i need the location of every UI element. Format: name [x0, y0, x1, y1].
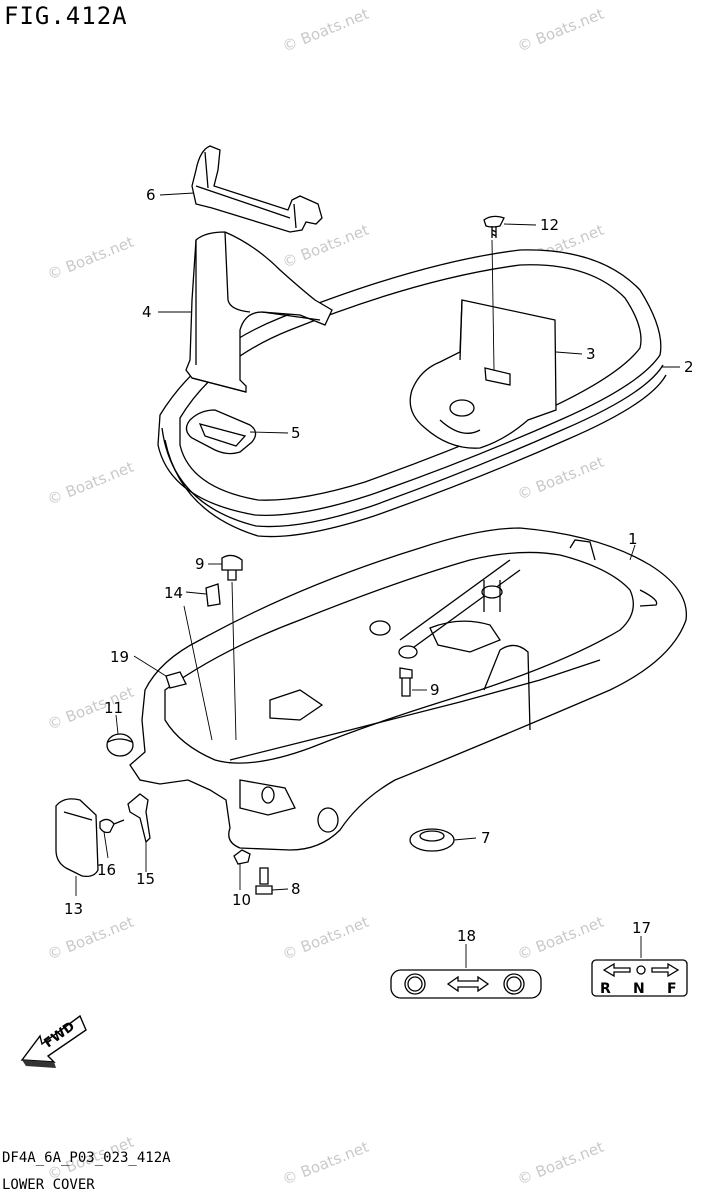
shift-n-label: N	[633, 981, 645, 997]
shift-r-label: R	[600, 981, 611, 997]
callout-4: 4	[142, 303, 152, 321]
callout-12: 12	[540, 216, 559, 234]
leader-lines	[75, 192, 680, 968]
watermark: © Boats.net	[280, 1138, 372, 1189]
callout-13: 13	[64, 900, 83, 918]
part-19-clip	[165, 671, 187, 689]
part-13-handle	[55, 798, 99, 878]
callout-16: 16	[97, 861, 116, 879]
part-17-decal: R N F	[591, 959, 688, 997]
watermark: © Boats.net	[515, 913, 607, 964]
part-4-duct	[185, 231, 333, 393]
callout-3: 3	[586, 345, 596, 363]
callout-9: 9	[195, 555, 205, 573]
shift-f-label: F	[667, 981, 677, 997]
part-18-decal	[390, 969, 542, 999]
callout-6: 6	[146, 186, 156, 204]
part-1-lower-cover	[129, 527, 687, 851]
callout-17: 17	[632, 919, 651, 937]
part-10-nut	[233, 849, 251, 865]
part-15-lever	[127, 793, 151, 844]
part-5-grommet	[185, 409, 257, 455]
callout-layer: 1 2 3 4 5 6 7 8 9 9 10 11 12 13 14 15 16…	[64, 186, 694, 945]
figure-caption: LOWER COVER	[2, 1177, 95, 1193]
part-8-screw	[255, 867, 273, 895]
callout-14: 14	[164, 584, 183, 602]
callout-9: 9	[430, 681, 440, 699]
callout-11: 11	[104, 699, 123, 717]
callout-5: 5	[291, 424, 301, 442]
part-12-screw	[483, 215, 505, 238]
watermark: © Boats.net	[45, 913, 137, 964]
part-11-plug	[106, 733, 134, 757]
part-9-bolt-mid	[399, 667, 413, 697]
callout-19: 19	[110, 648, 129, 666]
callout-18: 18	[457, 927, 476, 945]
callout-7: 7	[481, 829, 491, 847]
watermark: © Boats.net	[45, 233, 137, 284]
watermark: © Boats.net	[280, 913, 372, 964]
figure-code: DF4A_6A_P03_023_412A	[2, 1150, 171, 1166]
watermark: © Boats.net	[515, 453, 607, 504]
fwd-arrow: FWD	[20, 1014, 87, 1068]
watermark: © Boats.net	[45, 458, 137, 509]
part-16-screw	[99, 818, 125, 834]
watermark: © Boats.net	[280, 5, 372, 56]
watermark: © Boats.net	[515, 5, 607, 56]
callout-8: 8	[291, 880, 301, 898]
part-6-bracket	[191, 145, 323, 233]
callout-1: 1	[628, 530, 638, 548]
watermark: © Boats.net	[515, 1138, 607, 1189]
part-9-bolt-top	[221, 554, 243, 581]
callout-10: 10	[232, 891, 251, 909]
part-14-clip	[205, 583, 221, 607]
figure-title: FIG.412A	[4, 2, 128, 30]
callout-15: 15	[136, 870, 155, 888]
part-3-cover	[409, 299, 557, 449]
callout-2: 2	[684, 358, 694, 376]
part-7-ring	[409, 828, 455, 852]
